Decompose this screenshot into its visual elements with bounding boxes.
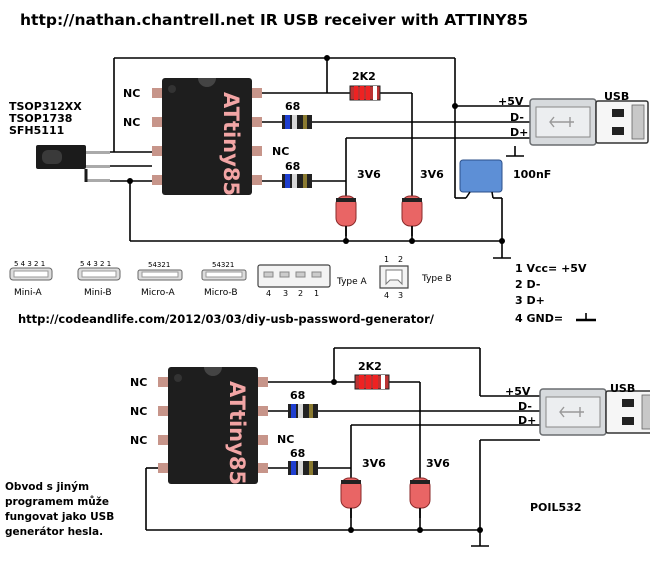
dminus-label: D- [510, 111, 524, 124]
type-b-pin: 3 [398, 291, 403, 300]
nc-label: NC [123, 116, 140, 129]
plus5v-label: +5V [498, 95, 524, 108]
chip-label-top: ATtiny85 [219, 92, 243, 196]
zener-label: 3V6 [357, 168, 381, 181]
source-link: http://codeandlife.com/2012/03/03/diy-us… [18, 312, 435, 326]
title: http://nathan.chantrell.net IR USB recei… [20, 11, 528, 29]
pinout-2: 2 D- [515, 278, 540, 291]
ir-model-3: SFH5111 [9, 124, 64, 137]
note-line: fungovat jako USB [5, 511, 114, 523]
resistor-label: 2K2 [352, 70, 376, 83]
connector-label: Type B [421, 274, 452, 284]
pinout-4: 4 GND= [515, 312, 563, 325]
usb-label: USB [604, 90, 629, 103]
resistor-68-top-a [282, 115, 312, 129]
resistor-label: 68 [290, 447, 305, 460]
type-a-pin: 2 [298, 289, 303, 298]
type-a-pin: 4 [266, 289, 271, 298]
connector-micro-a-icon [137, 269, 183, 281]
zener-label: 3V6 [362, 457, 386, 470]
connector-label: Mini-B [84, 288, 112, 298]
nc-label: NC [130, 376, 147, 389]
dminus-label: D- [518, 400, 532, 413]
top-wires [110, 57, 530, 259]
type-b-pin: 2 [398, 255, 403, 264]
note-line: programem může [5, 495, 109, 508]
connector-micro-b-icon [201, 269, 247, 281]
nc-label: NC [277, 433, 294, 446]
pinout-1: 1 Vcc= +5V [515, 262, 587, 275]
type-a-pin: 1 [314, 289, 319, 298]
resistor-68-top-b [282, 174, 312, 188]
type-a-pin: 3 [283, 289, 288, 298]
dplus-label: D+ [510, 126, 528, 139]
connector-label: Micro-B [204, 288, 238, 298]
ground-icon [576, 313, 596, 322]
nc-label: NC [272, 145, 289, 158]
zener-label: 3V6 [426, 457, 450, 470]
capacitor-label: 100nF [513, 168, 551, 181]
connector-pins: 54321 [212, 261, 234, 269]
pinout-3: 3 D+ [515, 294, 545, 307]
zener-diode [401, 187, 423, 237]
attiny85-chip-bottom: ATtiny85 [158, 367, 268, 485]
zener-diode [409, 469, 431, 519]
zener-diode [335, 187, 357, 237]
ir-sensor [36, 145, 110, 182]
nc-label: NC [123, 87, 140, 100]
zener-diode [340, 469, 362, 519]
connector-pins: 5 4 3 2 1 [80, 260, 111, 268]
attiny85-chip-top: ATtiny85 [152, 78, 262, 196]
usb-plug-icon [529, 98, 649, 146]
resistor-68-bottom-a [288, 404, 318, 418]
type-b-pin: 4 [384, 291, 389, 300]
connector-label: Mini-A [14, 288, 43, 298]
connector-pins: 5 4 3 2 1 [14, 260, 45, 268]
usb-plug-icon [539, 388, 650, 436]
ir-model-1: TSOP312XX [9, 100, 82, 113]
resistor-label: 68 [285, 160, 300, 173]
connector-mini-b-icon [77, 267, 121, 281]
resistor-2k2-top [349, 85, 381, 101]
plus5v-label: +5V [505, 385, 531, 398]
zener-label: 3V6 [420, 168, 444, 181]
resistor-2k2-bottom [354, 374, 390, 390]
connector-label: Type A [336, 277, 368, 287]
connector-label: Micro-A [141, 288, 175, 298]
resistor-label: 68 [285, 100, 300, 113]
capacitor-100nf [459, 159, 503, 199]
connector-type-b-icon [379, 265, 409, 289]
resistor-label: 68 [290, 389, 305, 402]
usb-label: USB [610, 382, 635, 395]
chip-label-bottom: ATtiny85 [225, 381, 249, 485]
connector-type-a-icon [257, 264, 331, 288]
credit: POIL532 [530, 501, 581, 514]
nc-label: NC [130, 405, 147, 418]
type-b-pin: 1 [384, 255, 389, 264]
resistor-68-bottom-b [288, 461, 318, 475]
note-line: Obvod s jiným [5, 481, 89, 493]
connector-mini-a-icon [9, 267, 53, 281]
nc-label: NC [130, 434, 147, 447]
connector-pins: 54321 [148, 261, 170, 269]
ir-model-2: TSOP1738 [9, 112, 72, 125]
note-line: generátor hesla. [5, 526, 103, 538]
resistor-label: 2K2 [358, 360, 382, 373]
dplus-label: D+ [518, 414, 536, 427]
